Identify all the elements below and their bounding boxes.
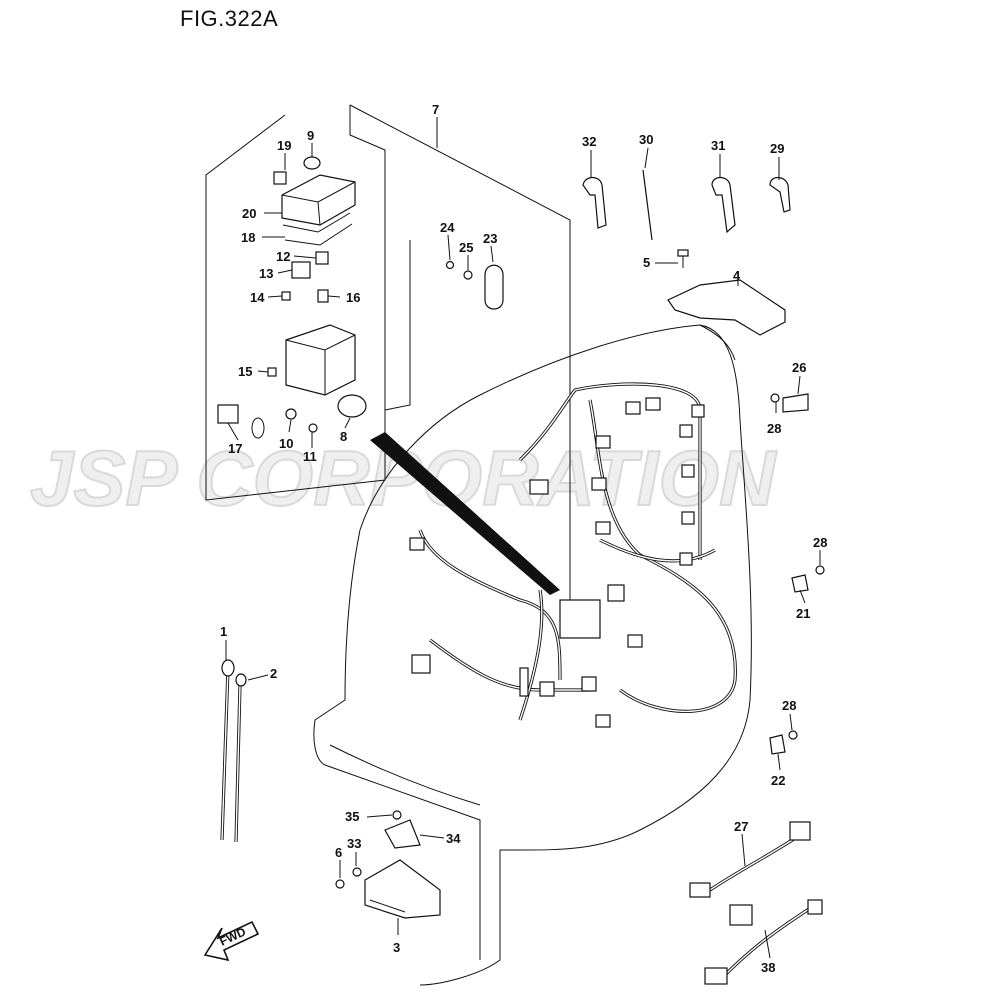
- callout-26: 26: [792, 360, 806, 375]
- callout-14: 14: [250, 290, 265, 305]
- callout-33: 33: [347, 836, 361, 851]
- callout-27: 27: [734, 819, 748, 834]
- leader-pointer: [370, 432, 560, 595]
- lower-bracket-assembly: [335, 810, 441, 919]
- callout-25: 25: [459, 240, 473, 255]
- callout-9: 9: [307, 128, 314, 143]
- callout-35: 35: [345, 809, 359, 824]
- callout-21: 21: [796, 606, 810, 621]
- arrow-icon: [203, 920, 260, 962]
- callout-5: 5: [643, 255, 650, 270]
- callout-13: 13: [259, 266, 273, 281]
- callout-32: 32: [582, 134, 596, 149]
- callout-15-16: 16: [346, 290, 360, 305]
- callout-18: 18: [241, 230, 255, 245]
- callout-12: 12: [276, 249, 290, 264]
- callout-8: 8: [340, 429, 347, 444]
- callout-19: 19: [277, 138, 291, 153]
- watermark: JSP CORPORATION JSP CORPORATION: [29, 433, 778, 523]
- callout-1: 1: [220, 624, 227, 639]
- callout-20: 20: [242, 206, 256, 221]
- callout-3: 3: [393, 940, 400, 955]
- main-wiring-harness: [409, 382, 737, 728]
- callout-2: 2: [270, 666, 277, 681]
- clamps: [582, 169, 791, 241]
- callout-4: 4: [733, 268, 741, 283]
- engine-cowling: [313, 324, 752, 986]
- callout-34: 34: [446, 831, 461, 846]
- callout-28-middle: 28: [813, 535, 827, 550]
- callout-17: 17: [228, 441, 242, 456]
- fuse-box-parts: [217, 156, 504, 439]
- callout-7: 7: [432, 102, 439, 117]
- callout-29: 29: [770, 141, 784, 156]
- leader-lines: [225, 117, 821, 959]
- callout-24: 24: [440, 220, 455, 235]
- small-brackets: [769, 393, 825, 755]
- figure-title: FIG.322A: [180, 6, 279, 31]
- bracket-assembly: [667, 249, 786, 336]
- callout-15: 15: [238, 364, 252, 379]
- callout-11: 11: [303, 449, 317, 464]
- callout-10: 10: [279, 436, 293, 451]
- callout-28-lower: 28: [782, 698, 796, 713]
- fuse-box-group-outline: [205, 104, 571, 600]
- watermark-text: JSP CORPORATION: [30, 434, 777, 522]
- callout-22: 22: [771, 773, 785, 788]
- callout-38: 38: [761, 960, 775, 975]
- battery-cables: [220, 659, 247, 843]
- sub-harnesses: [689, 821, 823, 985]
- callout-23: 23: [483, 231, 497, 246]
- callout-6: 6: [335, 845, 342, 860]
- callout-31: 31: [711, 138, 725, 153]
- callout-labels: 1 2 3 4 5 6 7 8 9 10 11 12 13 14 16 15 1…: [220, 102, 827, 975]
- callout-30: 30: [639, 132, 653, 147]
- watermark-text-fill: JSP CORPORATION: [30, 434, 777, 522]
- callout-28-upper: 28: [767, 421, 781, 436]
- direction-badge: FWD: [203, 920, 260, 962]
